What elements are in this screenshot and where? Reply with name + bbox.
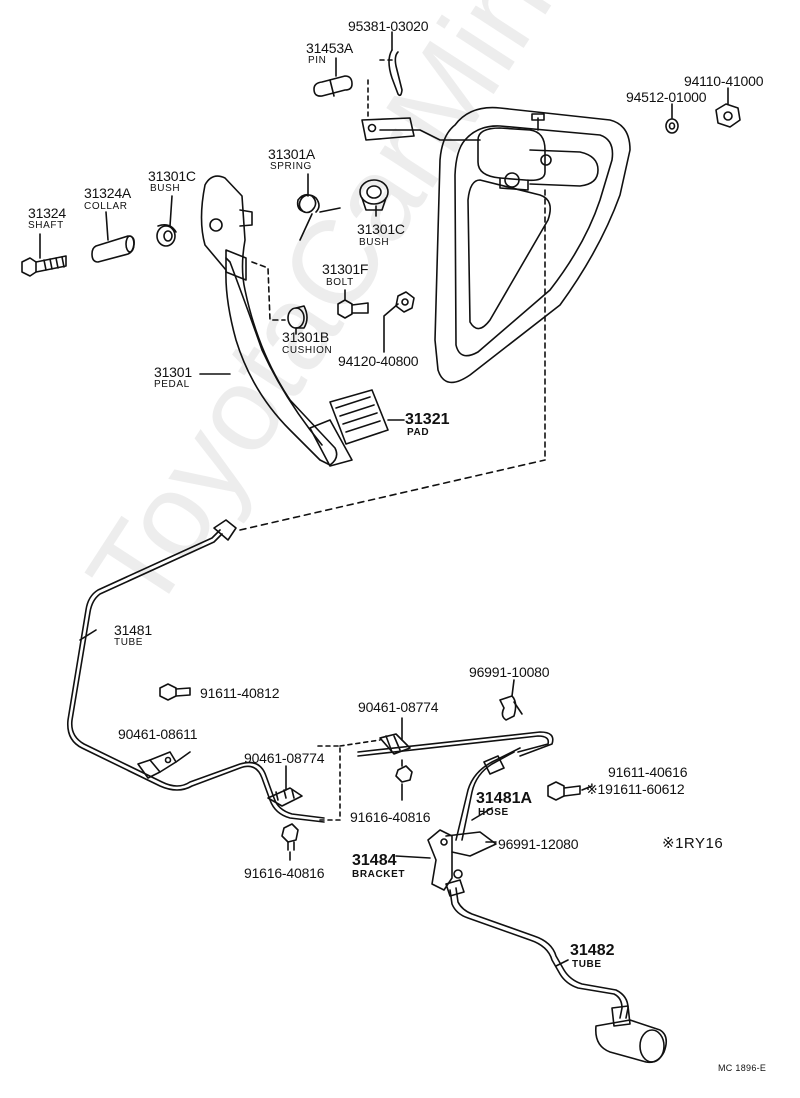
bolt-91611-40616 — [547, 781, 581, 801]
clip-96991-10080 — [499, 695, 523, 721]
cotter-pin — [388, 49, 403, 97]
part-31482-number: 31482 — [570, 942, 615, 959]
part-96991-12080-number: 96991-12080 — [498, 836, 579, 852]
tube-31481 — [66, 519, 325, 823]
lock-washer — [665, 118, 679, 134]
bolt-91611-40812 — [159, 683, 191, 701]
part-31301F-name: BOLT — [326, 277, 354, 288]
clamp-left — [137, 751, 177, 779]
part-96991-10080-number: 96991-10080 — [469, 664, 550, 680]
tube-31482 — [445, 879, 629, 1019]
nut — [715, 103, 741, 128]
part-31301B-number: 31301B — [282, 329, 330, 345]
part-95381-number: 95381-03020 — [348, 18, 429, 34]
bush-right — [359, 179, 389, 211]
part-31484-number: 31484 — [352, 852, 397, 869]
part-31301C-left-number: 31301C — [148, 168, 196, 184]
part-31301-name: PEDAL — [154, 379, 190, 390]
part-90461-08611-number: 90461-08611 — [118, 726, 198, 742]
part-31301A-number: 31301A — [268, 146, 316, 162]
part-31324-name: SHAFT — [28, 220, 64, 231]
part-91616-40816-left-number: 91616-40816 — [244, 865, 325, 881]
part-91611-40812-number: 91611-40812 — [200, 685, 280, 701]
part-31453A-name: PIN — [308, 55, 327, 66]
part-31481A-name: HOSE — [478, 807, 509, 818]
part-94120-number: 94120-40800 — [338, 353, 419, 369]
nut-94120 — [395, 291, 415, 313]
part-94512-number: 94512-01000 — [626, 89, 707, 105]
cushion — [287, 305, 308, 329]
part-31453A-number: 31453A — [306, 40, 354, 56]
part-31321-number: 31321 — [405, 411, 450, 428]
bolt-91616-40816-mid — [395, 759, 413, 783]
clutch-master-cylinder — [361, 113, 599, 191]
part-31301A-name: SPRING — [270, 161, 312, 172]
bolt-91616-40816-left — [281, 823, 299, 851]
part-31301C-right-name: BUSH — [359, 237, 390, 248]
part-31324-number: 31324 — [28, 205, 66, 221]
spring — [296, 193, 341, 241]
part-31301F-number: 31301F — [322, 261, 369, 277]
pedal-pad — [309, 389, 389, 467]
bolt — [337, 299, 369, 319]
clamp-mid — [267, 787, 303, 807]
part-91611-40616-number: 91611-40616 — [608, 764, 688, 780]
part-31482-name: TUBE — [572, 959, 602, 970]
part-91611-60612-number: ※191611-60612 — [586, 781, 685, 797]
part-31301C-right-number: 31301C — [357, 221, 405, 237]
pin — [313, 75, 353, 97]
hose-31481A — [455, 747, 521, 841]
part-31481-number: 31481 — [114, 622, 152, 638]
part-31301-number: 31301 — [154, 364, 192, 380]
part-31484-name: BRACKET — [352, 869, 406, 880]
part-31321-name: PAD — [407, 427, 430, 438]
bracket-frame — [434, 106, 631, 384]
part-31301C-left-name: BUSH — [150, 183, 181, 194]
part-31481-name: TUBE — [114, 637, 144, 648]
footer-code: MC 1896-E — [718, 1063, 767, 1073]
note-tag: ※1RY16 — [662, 835, 724, 852]
part-31324A-number: 31324A — [84, 185, 132, 201]
part-91616-40816-mid-number: 91616-40816 — [350, 809, 431, 825]
part-94110-number: 94110-41000 — [684, 73, 764, 89]
collar — [91, 235, 135, 263]
bush-left — [156, 224, 177, 247]
pedal-arm — [200, 175, 338, 466]
part-90461-08774-top-number: 90461-08774 — [358, 699, 439, 715]
part-31481A-number: 31481A — [476, 790, 533, 807]
part-90461-08774-mid-number: 90461-08774 — [244, 750, 325, 766]
release-cylinder — [594, 1005, 668, 1064]
tube-upper-right — [357, 731, 554, 757]
part-31324A-name: COLLAR — [84, 201, 128, 212]
part-31301B-name: CUSHION — [282, 345, 333, 356]
shaft — [21, 255, 67, 277]
